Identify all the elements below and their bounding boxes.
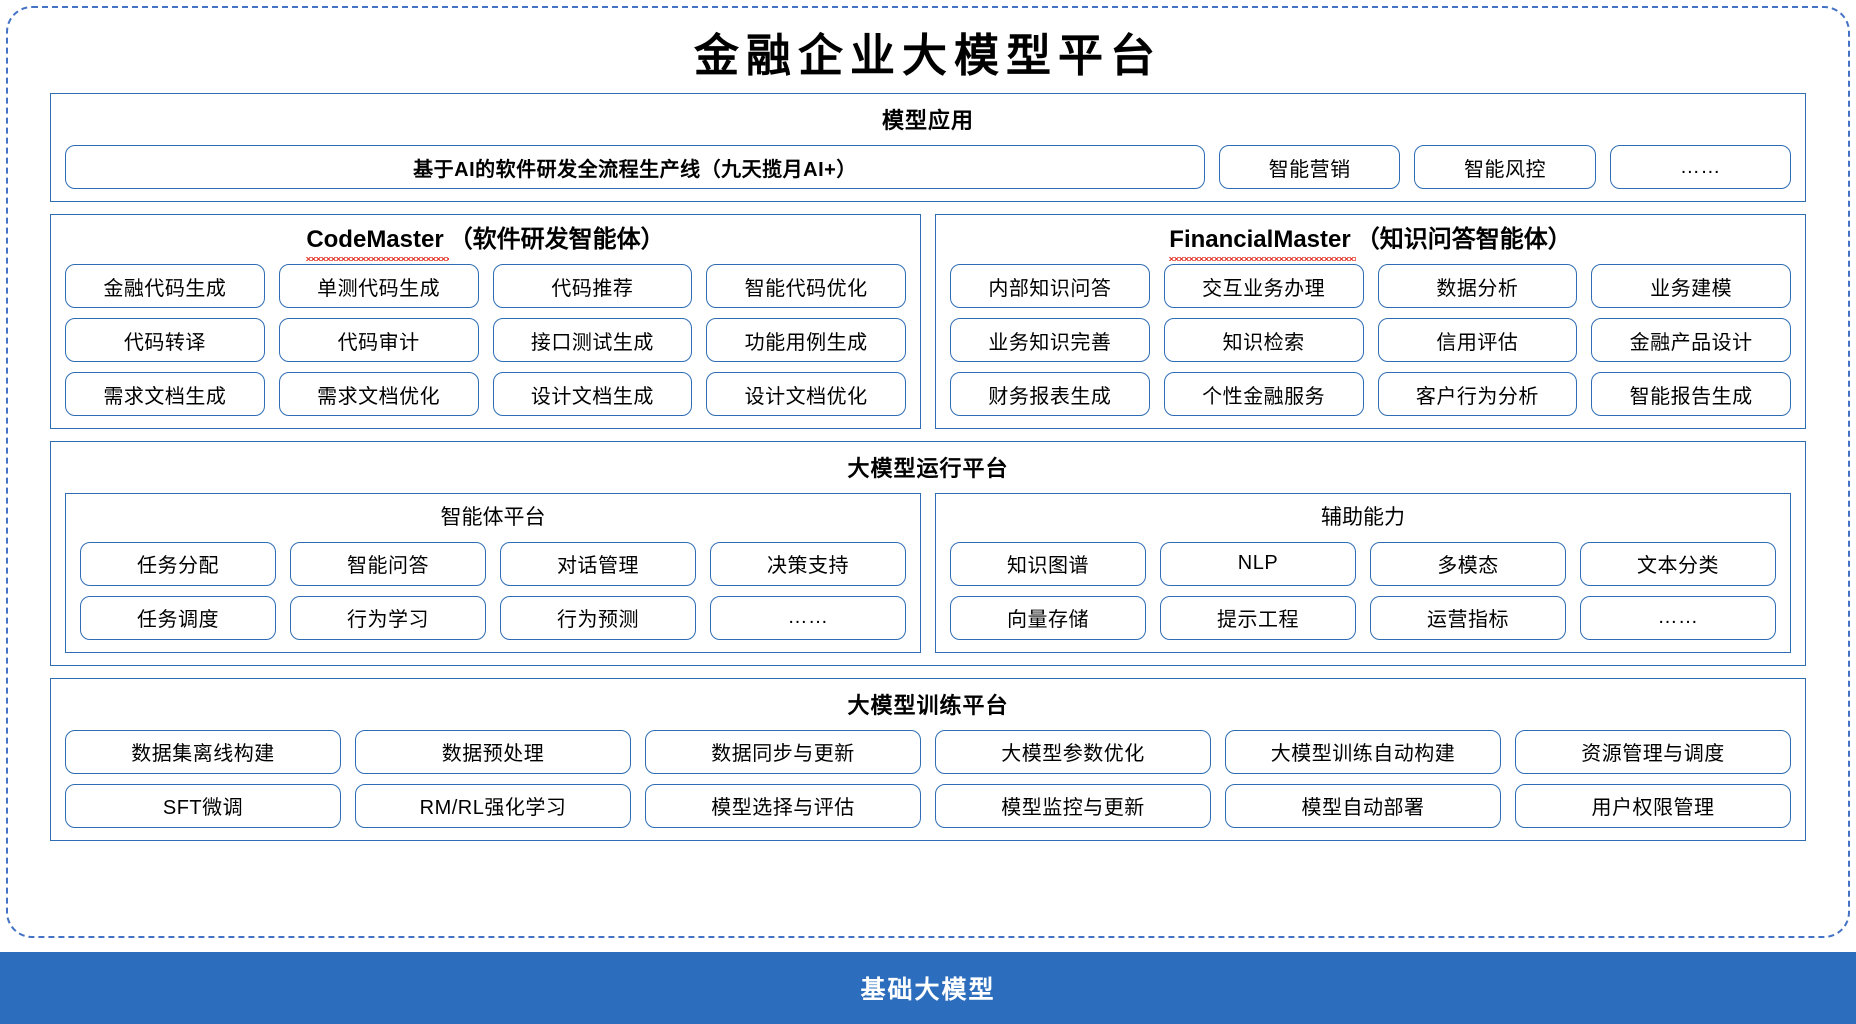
runtime-panels: 智能体平台 任务分配 智能问答 对话管理 决策支持 任务调度 行为学习 行为预测… bbox=[65, 493, 1791, 653]
training-pill[interactable]: RM/RL强化学习 bbox=[355, 783, 631, 828]
agent-subtitle-financialmaster: （知识问答智能体） bbox=[1355, 226, 1572, 254]
page-title: 金融企业大模型平台 bbox=[693, 29, 1162, 82]
capability-pill[interactable]: 客户行为分析 bbox=[1377, 372, 1578, 417]
capability-pill[interactable]: 交互业务办理 bbox=[1163, 264, 1364, 309]
runtime-pill[interactable]: 任务调度 bbox=[80, 595, 276, 640]
capability-pill[interactable]: 数据分析 bbox=[1377, 264, 1578, 309]
runtime-pill[interactable]: 向量存储 bbox=[950, 595, 1146, 640]
section-title-runtime-platform: 大模型运行平台 bbox=[847, 456, 1009, 482]
runtime-pill[interactable]: 对话管理 bbox=[500, 541, 696, 586]
runtime-row: 任务调度 行为学习 行为预测 …… bbox=[80, 595, 906, 640]
agent-row: 需求文档生成 需求文档优化 设计文档生成 设计文档优化 bbox=[65, 372, 906, 417]
runtime-pill[interactable]: 智能问答 bbox=[290, 541, 486, 586]
runtime-pill[interactable]: 任务分配 bbox=[80, 541, 276, 586]
capability-pill[interactable]: 知识检索 bbox=[1163, 318, 1364, 363]
capability-pill[interactable]: 单测代码生成 bbox=[278, 264, 479, 309]
training-row: 数据集离线构建 数据预处理 数据同步与更新 大模型参数优化 大模型训练自动构建 … bbox=[65, 729, 1791, 774]
training-pill[interactable]: SFT微调 bbox=[65, 783, 341, 828]
training-pill[interactable]: 大模型训练自动构建 bbox=[1225, 729, 1501, 774]
capability-pill[interactable]: 业务知识完善 bbox=[950, 318, 1150, 363]
runtime-pill[interactable]: 行为学习 bbox=[290, 595, 486, 640]
capability-pill[interactable]: 功能用例生成 bbox=[706, 318, 906, 363]
agent-title-financialmaster: FinancialMaster（知识问答智能体） bbox=[950, 221, 1791, 264]
base-model-bar: 基础大模型 bbox=[0, 952, 1856, 1024]
runtime-pill[interactable]: NLP bbox=[1160, 541, 1356, 586]
capability-pill[interactable]: 设计文档生成 bbox=[492, 372, 693, 417]
agent-name-financialmaster: FinancialMaster bbox=[1169, 223, 1357, 261]
capability-pill[interactable]: 代码转译 bbox=[65, 318, 265, 363]
runtime-row: 知识图谱 NLP 多模态 文本分类 bbox=[950, 541, 1776, 586]
capability-pill[interactable]: 业务建模 bbox=[1591, 264, 1791, 309]
training-pill[interactable]: 用户权限管理 bbox=[1515, 783, 1791, 828]
platform-outer-frame: 金融企业大模型平台 模型应用 基于AI的软件研发全流程生产线（九天揽月AI+） … bbox=[6, 6, 1850, 938]
capability-pill[interactable]: 金融代码生成 bbox=[65, 264, 265, 309]
agent-title-codemaster: CodeMaster（软件研发智能体） bbox=[65, 221, 906, 264]
application-pill-risk-control[interactable]: 智能风控 bbox=[1414, 145, 1596, 190]
agent-row: 金融代码生成 单测代码生成 代码推荐 智能代码优化 bbox=[65, 264, 906, 309]
runtime-pill[interactable]: …… bbox=[1580, 595, 1776, 640]
capability-pill[interactable]: 金融产品设计 bbox=[1591, 318, 1791, 363]
training-pill[interactable]: 模型选择与评估 bbox=[645, 783, 921, 828]
runtime-pill[interactable]: …… bbox=[710, 595, 906, 640]
training-pill[interactable]: 大模型参数优化 bbox=[935, 729, 1211, 774]
training-pill[interactable]: 模型监控与更新 bbox=[935, 783, 1211, 828]
capability-pill[interactable]: 智能代码优化 bbox=[706, 264, 906, 309]
application-pill-more[interactable]: …… bbox=[1609, 145, 1791, 190]
training-pill[interactable]: 数据集离线构建 bbox=[65, 729, 341, 774]
section-title-model-applications: 模型应用 bbox=[881, 108, 974, 134]
runtime-pill[interactable]: 提示工程 bbox=[1160, 595, 1356, 640]
runtime-panel-auxiliary-capability: 辅助能力 知识图谱 NLP 多模态 文本分类 向量存储 提示工程 运营指标 …… bbox=[935, 493, 1791, 653]
subpanel-title-auxiliary-capability: 辅助能力 bbox=[1321, 506, 1405, 530]
agent-row: 代码转译 代码审计 接口测试生成 功能用例生成 bbox=[65, 318, 906, 363]
capability-pill[interactable]: 需求文档优化 bbox=[278, 372, 479, 417]
section-agents: CodeMaster（软件研发智能体） 金融代码生成 单测代码生成 代码推荐 智… bbox=[50, 214, 1806, 430]
capability-pill[interactable]: 需求文档生成 bbox=[65, 372, 265, 417]
runtime-pill[interactable]: 文本分类 bbox=[1580, 541, 1776, 586]
training-pill[interactable]: 模型自动部署 bbox=[1225, 783, 1501, 828]
capability-pill[interactable]: 财务报表生成 bbox=[950, 372, 1150, 417]
capability-pill[interactable]: 个性金融服务 bbox=[1163, 372, 1364, 417]
runtime-pill[interactable]: 知识图谱 bbox=[950, 541, 1146, 586]
agent-panel-financialmaster: FinancialMaster（知识问答智能体） 内部知识问答 交互业务办理 数… bbox=[935, 214, 1806, 430]
section-model-applications: 模型应用 基于AI的软件研发全流程生产线（九天揽月AI+） 智能营销 智能风控 … bbox=[50, 93, 1806, 203]
training-pill[interactable]: 数据预处理 bbox=[355, 729, 631, 774]
runtime-pill[interactable]: 运营指标 bbox=[1370, 595, 1566, 640]
capability-pill[interactable]: 接口测试生成 bbox=[492, 318, 693, 363]
runtime-pill[interactable]: 多模态 bbox=[1370, 541, 1566, 586]
runtime-row: 向量存储 提示工程 运营指标 …… bbox=[950, 595, 1776, 640]
runtime-row: 任务分配 智能问答 对话管理 决策支持 bbox=[80, 541, 906, 586]
agent-row: 业务知识完善 知识检索 信用评估 金融产品设计 bbox=[950, 318, 1791, 363]
agent-subtitle-codemaster: （软件研发智能体） bbox=[448, 226, 665, 254]
section-title-training-platform: 大模型训练平台 bbox=[847, 692, 1009, 718]
runtime-panel-agent-platform: 智能体平台 任务分配 智能问答 对话管理 决策支持 任务调度 行为学习 行为预测… bbox=[65, 493, 921, 653]
subpanel-title-agent-platform: 智能体平台 bbox=[440, 506, 546, 530]
agent-panel-codemaster: CodeMaster（软件研发智能体） 金融代码生成 单测代码生成 代码推荐 智… bbox=[50, 214, 921, 430]
capability-pill[interactable]: 内部知识问答 bbox=[950, 264, 1150, 309]
agent-row: 内部知识问答 交互业务办理 数据分析 业务建模 bbox=[950, 264, 1791, 309]
capability-pill[interactable]: 设计文档优化 bbox=[706, 372, 906, 417]
application-row: 基于AI的软件研发全流程生产线（九天揽月AI+） 智能营销 智能风控 …… bbox=[65, 145, 1791, 190]
platform-frame-inner: 金融企业大模型平台 模型应用 基于AI的软件研发全流程生产线（九天揽月AI+） … bbox=[8, 8, 1848, 936]
training-pill[interactable]: 数据同步与更新 bbox=[645, 729, 921, 774]
runtime-pill[interactable]: 决策支持 bbox=[710, 541, 906, 586]
base-model-label: 基础大模型 bbox=[860, 976, 996, 1004]
capability-pill[interactable]: 代码推荐 bbox=[492, 264, 693, 309]
section-runtime-platform: 大模型运行平台 智能体平台 任务分配 智能问答 对话管理 决策支持 任务调度 行… bbox=[50, 441, 1806, 666]
runtime-pill[interactable]: 行为预测 bbox=[500, 595, 696, 640]
capability-pill[interactable]: 代码审计 bbox=[278, 318, 479, 363]
application-primary-pill[interactable]: 基于AI的软件研发全流程生产线（九天揽月AI+） bbox=[65, 145, 1205, 190]
capability-pill[interactable]: 智能报告生成 bbox=[1591, 372, 1791, 417]
training-row: SFT微调 RM/RL强化学习 模型选择与评估 模型监控与更新 模型自动部署 用… bbox=[65, 783, 1791, 828]
agent-row: 财务报表生成 个性金融服务 客户行为分析 智能报告生成 bbox=[950, 372, 1791, 417]
application-pill-marketing[interactable]: 智能营销 bbox=[1219, 145, 1401, 190]
agent-name-codemaster: CodeMaster bbox=[306, 223, 450, 261]
capability-pill[interactable]: 信用评估 bbox=[1377, 318, 1578, 363]
section-training-platform: 大模型训练平台 数据集离线构建 数据预处理 数据同步与更新 大模型参数优化 大模… bbox=[50, 677, 1806, 841]
training-pill[interactable]: 资源管理与调度 bbox=[1515, 729, 1791, 774]
